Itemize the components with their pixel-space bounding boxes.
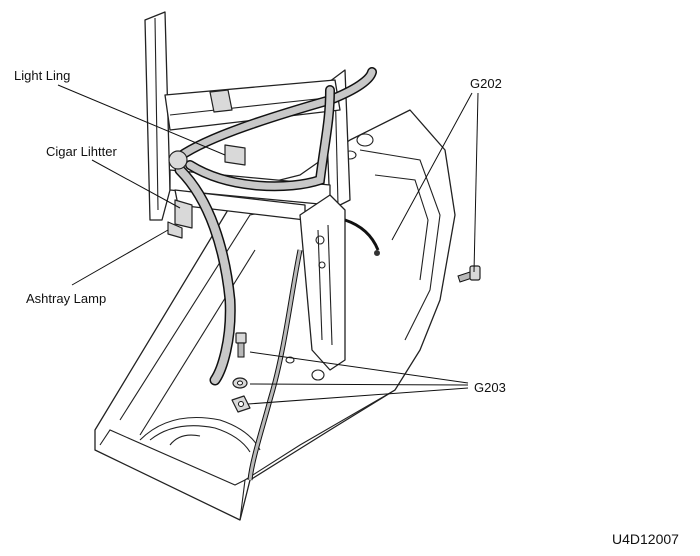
label-light-ling: Light Ling bbox=[14, 68, 70, 83]
harness-grommet bbox=[168, 150, 188, 170]
label-g202: G202 bbox=[470, 76, 502, 91]
g203-ground-nut bbox=[231, 395, 251, 413]
fasteners bbox=[231, 250, 481, 413]
clip-connector bbox=[209, 89, 233, 113]
label-g203: G203 bbox=[474, 380, 506, 395]
figure-id: U4D12007 bbox=[612, 531, 679, 547]
g202-terminal bbox=[374, 250, 380, 256]
label-cigar-lighter: Cigar Lihtter bbox=[46, 144, 117, 159]
wiring-harness bbox=[168, 67, 380, 481]
g203-ring-terminal bbox=[232, 377, 248, 389]
slotted-bracket bbox=[299, 194, 346, 371]
leader-lines bbox=[57, 84, 479, 405]
label-ashtray-lamp: Ashtray Lamp bbox=[26, 291, 106, 306]
g203-bolt bbox=[235, 332, 247, 358]
cigar-connector bbox=[174, 199, 193, 229]
light-connector bbox=[224, 144, 246, 166]
g202-bolt bbox=[457, 265, 481, 283]
